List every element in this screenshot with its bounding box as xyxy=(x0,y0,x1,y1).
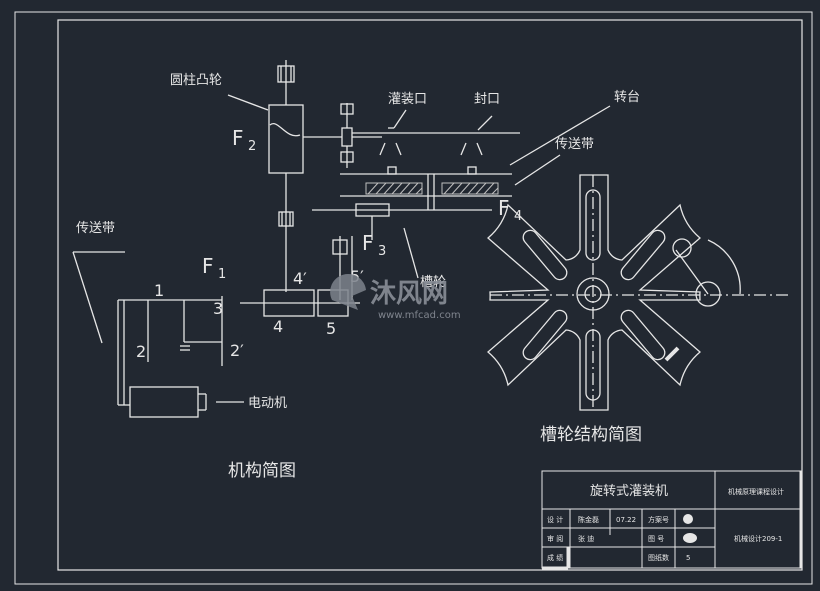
drawing-title: 旋转式灌装机 xyxy=(590,484,668,499)
label-f4: F xyxy=(498,196,510,220)
cylinder-cam xyxy=(268,104,304,174)
label-motor: 电动机 xyxy=(248,396,287,411)
motor xyxy=(129,386,199,418)
follower-slider xyxy=(341,127,353,147)
drawing-no-label: 图 号 xyxy=(648,535,664,543)
caption-mechanism: 机构简图 xyxy=(228,461,296,481)
design-date: 07.22 xyxy=(616,516,636,524)
inner-border xyxy=(57,19,803,571)
caption-sheave: 槽轮结构简图 xyxy=(540,425,642,445)
label-conveyor-right: 传送带 xyxy=(555,137,594,152)
label-f4-sub: 4 xyxy=(514,209,522,224)
watermark: 沐风网 www.mfcad.com xyxy=(330,273,461,321)
label-gear-1: 1 xyxy=(154,281,164,300)
label-f3-sub: 3 xyxy=(378,244,386,259)
label-sheave: 槽轮 xyxy=(420,275,446,290)
label-gear-4: 4 xyxy=(273,317,283,336)
label-cylinder-cam: 圆柱凸轮 xyxy=(170,73,222,88)
geneva-wheel xyxy=(486,174,790,411)
label-gear-2: 2 xyxy=(136,342,146,361)
watermark-logo-icon xyxy=(330,273,366,310)
top-bearing xyxy=(277,65,295,83)
watermark-url: www.mfcad.com xyxy=(378,310,461,321)
label-sealing-port: 封口 xyxy=(474,92,500,107)
label-conveyor-left: 传送带 xyxy=(76,221,115,236)
label-f2-sub: 2 xyxy=(248,139,256,154)
mechanism-sketch xyxy=(72,60,611,418)
label-f3: F xyxy=(362,231,374,255)
sheet-count-label: 图纸数 xyxy=(648,553,669,562)
watermark-brand: 沐风网 xyxy=(370,279,448,309)
label-f2: F xyxy=(232,126,244,150)
plan-no-mark xyxy=(683,514,693,524)
course-name: 机械原理课程设计 xyxy=(728,487,784,496)
design-label: 设 计 xyxy=(547,515,563,524)
drawing-no-mark xyxy=(683,533,697,543)
label-gear-3: 3 xyxy=(213,299,223,318)
review-label: 审 阅 xyxy=(547,534,563,543)
label-gear-5: 5 xyxy=(326,319,336,338)
grade-label: 成 绩 xyxy=(547,553,563,562)
plan-no-label: 方案号 xyxy=(648,515,669,524)
label-gear-4-prime: 4′ xyxy=(293,269,307,288)
designer-name: 陈金磊 xyxy=(578,515,599,524)
label-filling-port: 灌装口 xyxy=(388,92,427,107)
title-block-text: 旋转式灌装机 机械原理课程设计 设 计 陈金磊 07.22 方案号 审 阅 张 … xyxy=(547,484,784,562)
label-f1-sub: 1 xyxy=(218,267,226,282)
label-turntable: 转台 xyxy=(614,90,640,105)
drawing-code: 机械设计209-1 xyxy=(734,534,782,543)
title-block xyxy=(541,470,803,570)
reviewer-name: 张 迪 xyxy=(578,534,594,543)
sheet-count: 5 xyxy=(686,554,690,562)
outer-border xyxy=(14,11,813,585)
label-gear-2-prime: 2′ xyxy=(230,341,244,360)
labels: 圆柱凸轮 灌装口 封口 转台 传送带 传送带 电动机 槽轮 F 2 F 1 F … xyxy=(76,73,642,481)
turntable-hatching xyxy=(365,182,499,195)
label-f1: F xyxy=(202,254,214,278)
